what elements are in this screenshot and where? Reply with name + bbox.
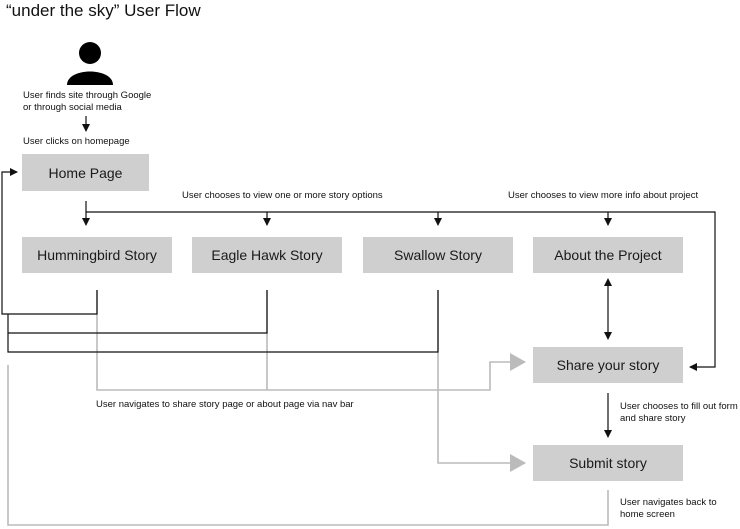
note-fill-form: User chooses to fill out form and share … (620, 401, 738, 425)
note-fill-form-line2: and share story (620, 413, 686, 424)
note-back-home: User navigates back to home screen (620, 497, 717, 521)
node-share-your-story[interactable]: Share your story (533, 347, 683, 383)
connector-back-to-homepage (1, 168, 98, 315)
connector-swallow-to-submit (437, 290, 526, 472)
user-person-icon (67, 42, 113, 85)
connector-nav-bar-to-share (96, 290, 526, 391)
note-finds-site-line1: User finds site through Google (23, 90, 152, 101)
connector-submit-back-home (7, 365, 609, 526)
node-eagle-hawk-story[interactable]: Eagle Hawk Story (192, 237, 342, 273)
connector-swallow-back (7, 290, 439, 353)
note-finds-site-line2: or through social media (23, 102, 122, 113)
connector-eagle-back (7, 290, 268, 334)
note-nav-bar: User navigates to share story page or ab… (96, 399, 354, 410)
note-back-home-line1: User navigates back to (620, 497, 717, 508)
node-hummingbird-story[interactable]: Hummingbird Story (22, 237, 172, 273)
note-fill-form-line1: User chooses to fill out form (620, 401, 738, 412)
node-home-page[interactable]: Home Page (22, 154, 149, 191)
note-choose-story: User chooses to view one or more story o… (182, 190, 383, 201)
page-title: “under the sky” User Flow (6, 1, 201, 20)
note-back-home-line2: home screen (620, 509, 675, 520)
node-swallow-story[interactable]: Swallow Story (363, 237, 513, 273)
note-choose-info: User chooses to view more info about pro… (508, 190, 699, 201)
node-submit-story[interactable]: Submit story (533, 445, 683, 481)
note-clicks-homepage: User clicks on homepage (23, 136, 130, 147)
note-finds-site: User finds site through Google or throug… (23, 90, 151, 114)
node-about-the-project[interactable]: About the Project (533, 237, 683, 273)
connector-home-to-stories (85, 201, 716, 371)
